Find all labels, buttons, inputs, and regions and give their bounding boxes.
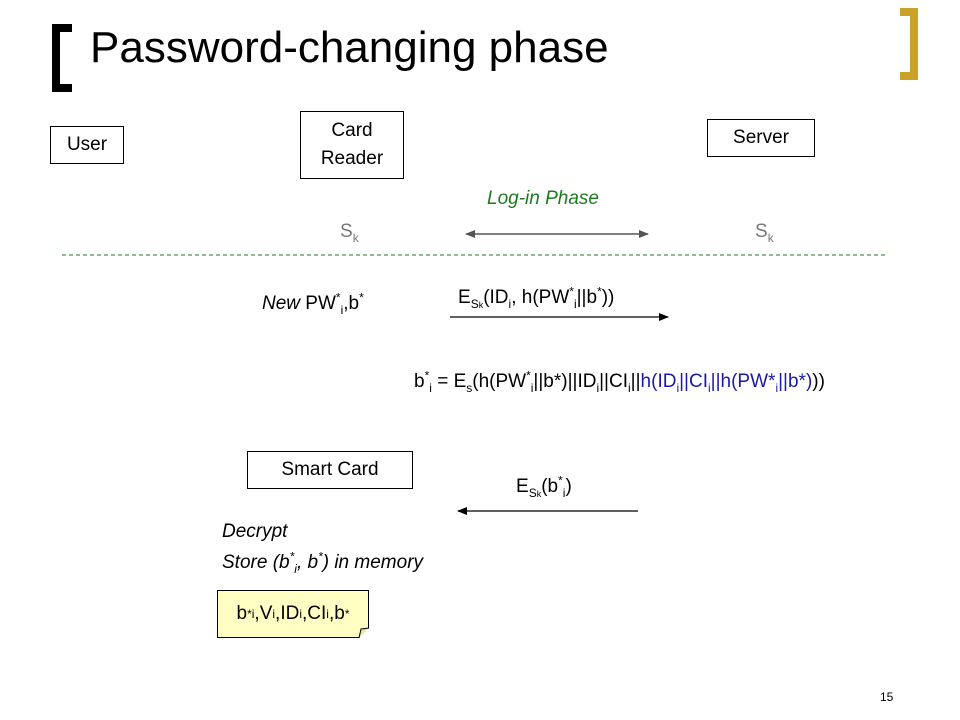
page-number: 15: [880, 690, 894, 704]
store-label: Store (b*i, b*) in memory: [222, 549, 424, 576]
new-password-label: New PW*i,b*: [262, 290, 364, 317]
response-message-label: ESk(b*i): [516, 473, 572, 500]
user-label: User: [66, 134, 108, 155]
decrypt-label: Decrypt: [222, 521, 288, 542]
title-bracket-left: [52, 24, 72, 92]
smart-card-label: Smart Card: [281, 459, 379, 480]
login-key-left: Sk: [340, 221, 359, 245]
title-bracket-right: [900, 8, 918, 80]
smart-card-box: Smart Card: [247, 451, 413, 489]
login-phase-label: Log-in Phase: [487, 188, 599, 209]
user-box: User: [50, 126, 124, 164]
card-reader-label-line1: Card: [331, 120, 373, 141]
request-message-label: ESk(IDi, h(PW*i||b*)): [458, 284, 615, 311]
card-reader-box: Card Reader: [300, 111, 404, 179]
formula-highlight: h(IDi||CIi||h(PW*i||b*): [640, 371, 813, 395]
login-key-right: Sk: [755, 221, 774, 245]
server-box: Server: [707, 119, 815, 157]
slide-title: Password-changing phase: [90, 23, 609, 72]
new-b-formula: b*i = Es(h(PW*i||b*)||IDi||CIi||h(IDi||C…: [414, 368, 825, 395]
card-reader-label-line2: Reader: [320, 148, 384, 169]
server-label: Server: [733, 127, 789, 148]
